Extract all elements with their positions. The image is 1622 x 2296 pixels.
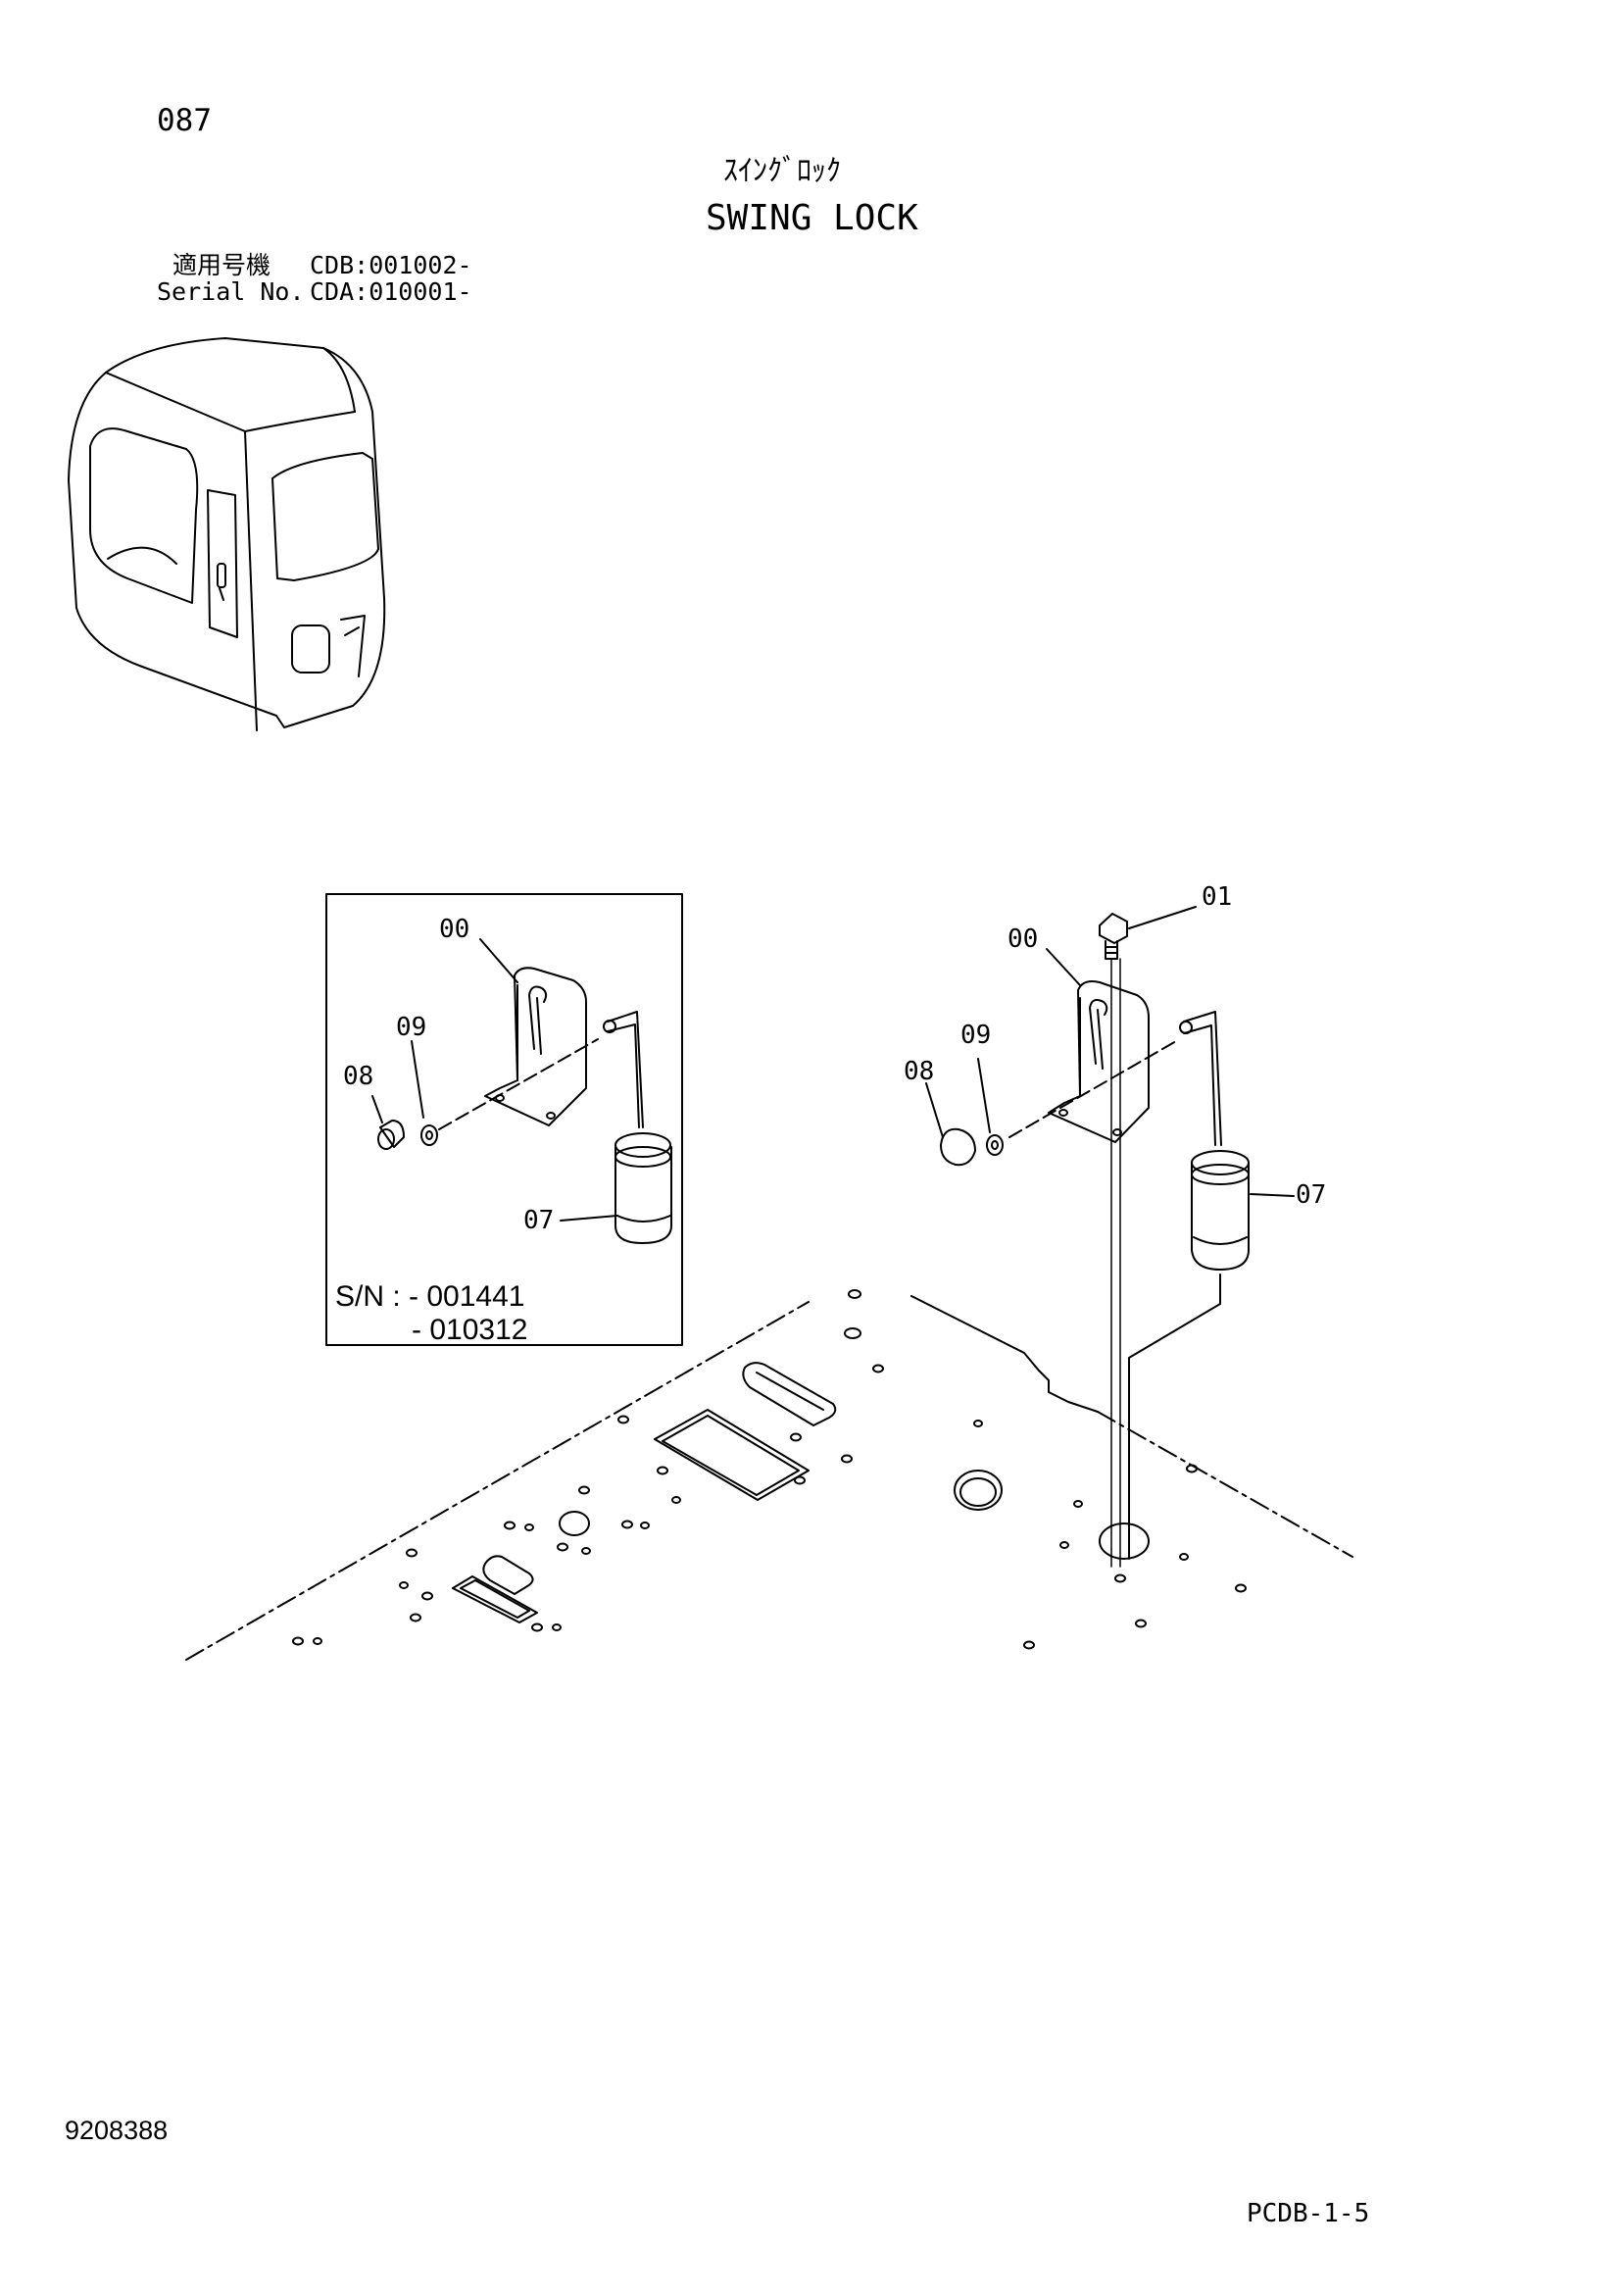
inset-cap	[377, 1120, 405, 1150]
callout-09: 09	[960, 1021, 992, 1050]
applicability-value-2: CDA:010001-	[310, 277, 472, 306]
bracket	[1048, 980, 1150, 1143]
inset-frame	[325, 893, 683, 1346]
title-japanese: ｽｲﾝｸﾞﾛｯｸ	[723, 154, 841, 188]
inset-washer	[420, 1124, 438, 1146]
floor-plate	[185, 1289, 1353, 1661]
excavator-cab-icon	[68, 337, 386, 731]
applicability-value-1: CDB:001002-	[310, 251, 472, 279]
page-number: 087	[157, 103, 212, 138]
lock-pin	[1179, 1011, 1250, 1271]
serial-label: Serial No.	[157, 277, 305, 306]
callout-00: 00	[1008, 924, 1039, 954]
callout-01: 01	[1202, 882, 1233, 912]
catalog-code: PCDB-1-5	[1247, 2199, 1370, 2228]
callout-07: 07	[1296, 1180, 1327, 1210]
inset-callout-07: 07	[523, 1206, 555, 1235]
cap	[940, 1127, 976, 1167]
inset-bracket	[484, 967, 587, 1126]
bolt	[1099, 913, 1128, 960]
inset-serial-range-1: S/N : - 001441	[335, 1280, 525, 1313]
inset-lock-pin	[603, 1011, 672, 1244]
drawing-number: 9208388	[65, 2116, 169, 2145]
applicability-label-jp: 適用号機	[172, 251, 271, 279]
title-english: SWING LOCK	[706, 198, 918, 238]
inset-callout-00: 00	[439, 915, 470, 944]
inset-serial-range-2: - 010312	[412, 1314, 528, 1346]
callout-08: 08	[904, 1057, 935, 1086]
inset-callout-09: 09	[396, 1013, 427, 1042]
inset-callout-08: 08	[343, 1062, 374, 1091]
washer	[986, 1134, 1004, 1156]
